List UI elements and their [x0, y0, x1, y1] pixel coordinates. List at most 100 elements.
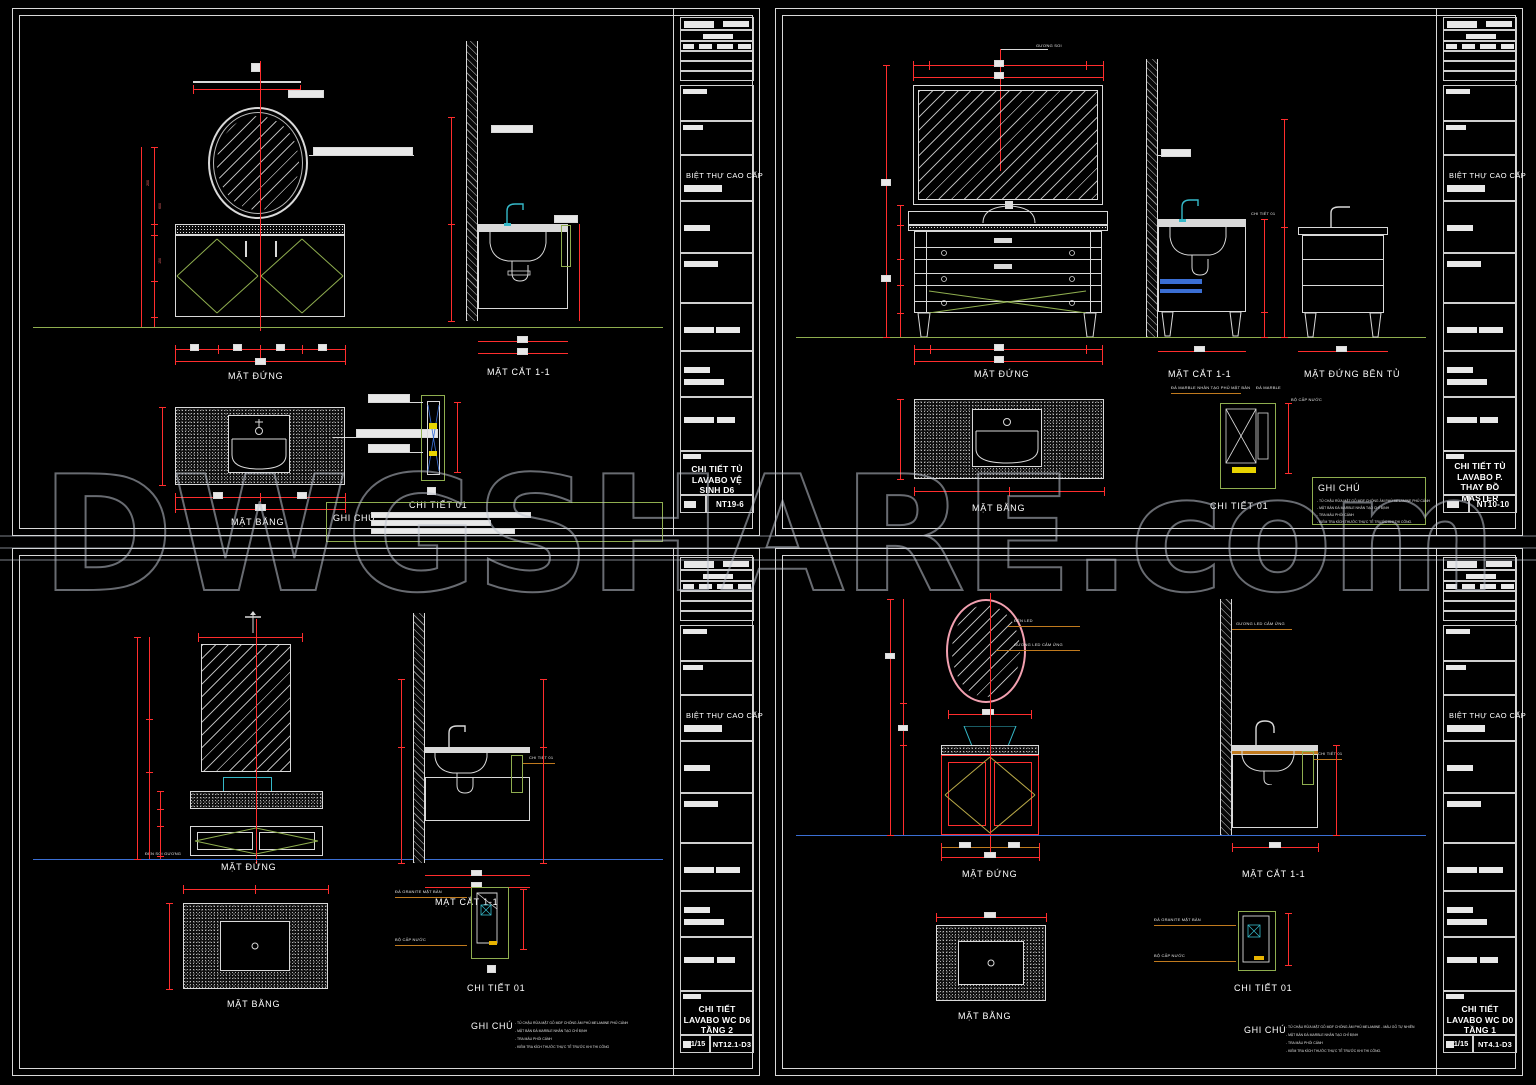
p1-mirror-leader-label	[313, 147, 413, 156]
p1-view-label-section: MẶT CẮT 1-1	[487, 367, 551, 377]
p4-tb-bar-c	[1447, 867, 1477, 873]
p3-plan-dim-lt1	[166, 903, 173, 904]
p3-tb-block-c	[680, 843, 754, 891]
p4-cabinet-door-r	[994, 762, 1032, 826]
p4-section-basin	[1241, 745, 1295, 785]
p4-tb-owner-block	[1443, 625, 1517, 661]
p4-mirror-led-ring	[946, 599, 1026, 703]
p4-tb-project-name: BIỆT THỰ CAO CẤP	[1449, 711, 1527, 720]
p2-tb-rev-title	[1443, 30, 1517, 41]
p3-tb-bar-e	[684, 957, 714, 963]
p4-section-detail-marker	[1302, 751, 1314, 785]
p3-tb-bar-c2	[716, 867, 740, 873]
p3-section-dim-rt2	[540, 747, 547, 748]
p3-detail-frame	[471, 887, 509, 959]
p2-post-right	[1090, 231, 1091, 313]
p1-section-leader-box	[491, 125, 533, 133]
p2-view-label-section: MẶT CẮT 1-1	[1168, 369, 1232, 379]
p4-tb-bar-a	[1447, 765, 1473, 771]
p4-bot-t1	[941, 843, 942, 861]
p2-side-rail-2	[1302, 285, 1384, 286]
p2-dimtick-1	[883, 65, 890, 66]
p2-section-legs	[1161, 312, 1242, 337]
p3-tb-rev-row-2	[680, 601, 754, 611]
p4-tb-bar-b	[1447, 801, 1481, 807]
p2-tb-rev-row-1	[1443, 51, 1517, 61]
p2-cabinet-knobs	[928, 250, 1087, 313]
p3-tb-bar-e2	[717, 957, 735, 963]
p2-section-faucet	[1179, 199, 1199, 222]
p1-dim-val-3: 150	[157, 258, 162, 264]
p4-mirror-dim-t1	[948, 710, 949, 719]
p2-tb-consultant-block	[1443, 121, 1517, 155]
p2-section-bot-box	[1194, 346, 1205, 352]
p2-top-dim-line	[913, 65, 1103, 66]
p2-side-body	[1302, 235, 1384, 313]
p1-tb-project-name: BIỆT THỰ CAO CẤP	[686, 171, 764, 180]
p2-section-wall	[1146, 59, 1158, 337]
p3-section-marker-top	[245, 611, 261, 633]
p4-dim-inner	[903, 599, 904, 835]
p3-tb-rev-title	[680, 570, 754, 581]
p3-tb-block-a	[680, 741, 754, 793]
p3-dimt-5	[157, 809, 164, 810]
p2-tb-rev-row-3	[1443, 71, 1517, 81]
p1-plan-dim-left	[162, 407, 163, 485]
p1-detail-dim	[457, 402, 458, 472]
p4-elev-centerline	[990, 593, 991, 845]
p2-bot-t4	[1102, 345, 1103, 365]
p1-tb-block-e	[680, 397, 754, 451]
p1-detail-dim-t2	[454, 472, 461, 473]
p4-section-faucet	[1255, 720, 1275, 745]
p2-tb-project-name: BIỆT THỰ CAO CẤP	[1449, 171, 1527, 180]
p2-rail-2	[914, 273, 1102, 274]
p3-cabinet-door-l	[197, 832, 253, 850]
p3-tb-owner-block	[680, 625, 754, 661]
p4-tb-block-e	[1443, 937, 1517, 991]
p2-notes-heading: GHI CHÚ	[1318, 483, 1361, 493]
p3-tb-sheet-code: NT12.1-D3	[712, 1040, 752, 1049]
p1-tb-rev-title	[680, 30, 754, 41]
p4-tb-bar-d2	[1447, 919, 1487, 925]
p1-tb-bar-e	[684, 417, 714, 423]
p1-detail-label-1	[368, 394, 410, 403]
p1-tb-block-c	[680, 303, 754, 351]
p2-ground-line	[796, 337, 1426, 338]
p3-section-dim-right	[543, 679, 544, 863]
p2-tb-bar-d2	[1447, 379, 1487, 385]
p1-section-wall	[466, 41, 478, 321]
p1-detail-frame	[421, 395, 445, 481]
p4-tb-bar-d	[1447, 907, 1473, 913]
p1-bot-dim-t3	[260, 345, 261, 365]
p3-floor-note: ĐÈN SOI GƯƠNG	[145, 851, 182, 856]
p3-section-faucet	[448, 725, 466, 747]
panel-4-drawing-area: ĐÈN LED GƯƠNG LED CẢM ỨNG	[786, 559, 1426, 1067]
p1-tb-bar-d	[684, 367, 710, 373]
p2-dimtick-2	[897, 205, 904, 206]
p4-section-cabinet	[1232, 754, 1318, 828]
p1-elev-centerline	[260, 61, 261, 331]
p1-dim-val-2: 600	[157, 203, 162, 209]
p3-dim-mid	[149, 637, 150, 859]
p4-section-dim-rt2	[1333, 835, 1340, 836]
p2-section-dim-t2	[1261, 312, 1268, 313]
p1-dim-tick-a	[151, 147, 158, 148]
p3-tb-block-b	[680, 793, 754, 843]
p1-plan-bot-t1	[175, 493, 176, 513]
p2-plan-bot-t1	[914, 487, 915, 496]
p3-tb-bar-d	[684, 907, 710, 913]
p3-tb-drawing-title: CHI TIẾT LAVABO WC D6 TẦNG 2	[683, 1004, 751, 1036]
p1-bot-dim-box4	[318, 344, 327, 351]
p4-bot-box3	[984, 852, 996, 858]
p4-plan-top-box	[984, 912, 996, 918]
p2-side-dim-left	[1284, 119, 1285, 337]
p3-tb-scale-cell	[680, 1035, 710, 1053]
p3-view-label-section: MẶT CẮT 1-1	[435, 897, 499, 907]
p2-section-blue-band2	[1160, 289, 1202, 293]
p2-drawer-div-1	[914, 259, 1102, 260]
p1-bot-dim-box1	[190, 344, 199, 351]
p2-section-cabinet	[1158, 226, 1246, 312]
p2-post-left	[926, 231, 927, 313]
panel-top-left: 200 600 150 MẶT ĐỨNG	[12, 8, 764, 542]
